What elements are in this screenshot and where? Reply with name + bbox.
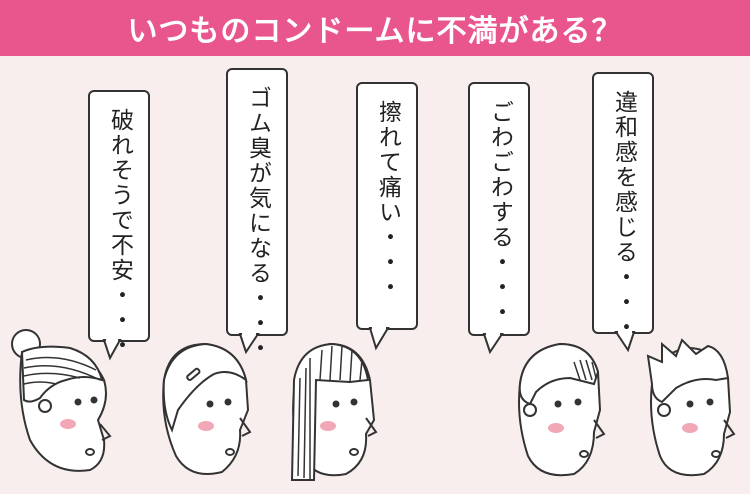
nose bbox=[239, 417, 252, 437]
cheek bbox=[198, 421, 214, 431]
mouth bbox=[711, 450, 721, 458]
ear bbox=[523, 403, 537, 417]
hair bbox=[162, 342, 248, 433]
mouth bbox=[579, 450, 589, 458]
bubble-tail-2 bbox=[238, 333, 260, 355]
ear bbox=[657, 403, 671, 417]
nose bbox=[99, 423, 112, 441]
title-banner: いつものコンドームに不満がある？ bbox=[0, 0, 750, 56]
mouth bbox=[225, 448, 235, 456]
face-man-short-hair bbox=[518, 342, 606, 477]
eye bbox=[224, 398, 232, 406]
eye bbox=[206, 400, 214, 408]
speech-bubble-text: 違和感を感じる・・・ bbox=[610, 90, 637, 340]
bubble-tail-5 bbox=[614, 331, 636, 353]
bubble-tail-1 bbox=[102, 339, 122, 361]
speech-bubble-1: 破れそうで不安・・・ bbox=[88, 90, 150, 358]
speech-bubble-text: 破れそうで不安・・・ bbox=[106, 108, 133, 358]
cheek bbox=[60, 419, 76, 429]
hair bbox=[518, 342, 600, 406]
eye bbox=[332, 400, 340, 408]
speech-bubble-text: 擦れて痛い・・・ bbox=[374, 100, 401, 300]
mouth bbox=[349, 448, 359, 456]
speech-bubble-5: 違和感を感じる・・・ bbox=[592, 72, 654, 340]
face-woman-bun bbox=[11, 329, 112, 472]
eye bbox=[686, 400, 694, 408]
mouth bbox=[85, 448, 95, 456]
cheek bbox=[548, 423, 564, 433]
speech-bubble-text: ごわごわする・・・ bbox=[486, 100, 513, 325]
hair bbox=[646, 338, 730, 404]
face-man-spiky-hair bbox=[646, 338, 736, 477]
eye bbox=[574, 398, 582, 406]
nose bbox=[593, 419, 606, 439]
face-woman-hairclip bbox=[162, 342, 252, 475]
hairclip bbox=[186, 367, 201, 381]
nose bbox=[365, 417, 378, 437]
hair bbox=[290, 342, 370, 481]
ear bbox=[38, 399, 52, 413]
bubble-tail-3 bbox=[368, 327, 390, 351]
bubble-tail-4 bbox=[482, 333, 504, 355]
cheek bbox=[682, 423, 698, 433]
nose bbox=[723, 419, 736, 439]
speech-bubble-2: ゴム臭が気になる・・・ bbox=[226, 68, 288, 361]
page-title: いつものコンドームに不満がある？ bbox=[127, 14, 623, 49]
speech-bubble-4: ごわごわする・・・ bbox=[468, 82, 530, 336]
bubble-tail-covers bbox=[106, 326, 632, 342]
eye bbox=[90, 396, 98, 404]
cheek bbox=[320, 421, 336, 431]
face-woman-bob bbox=[290, 342, 378, 481]
eye bbox=[706, 398, 714, 406]
eye bbox=[554, 400, 562, 408]
eye bbox=[350, 398, 358, 406]
speech-bubble-text: ゴム臭が気になる・・・ bbox=[244, 86, 271, 361]
eye bbox=[74, 398, 82, 406]
